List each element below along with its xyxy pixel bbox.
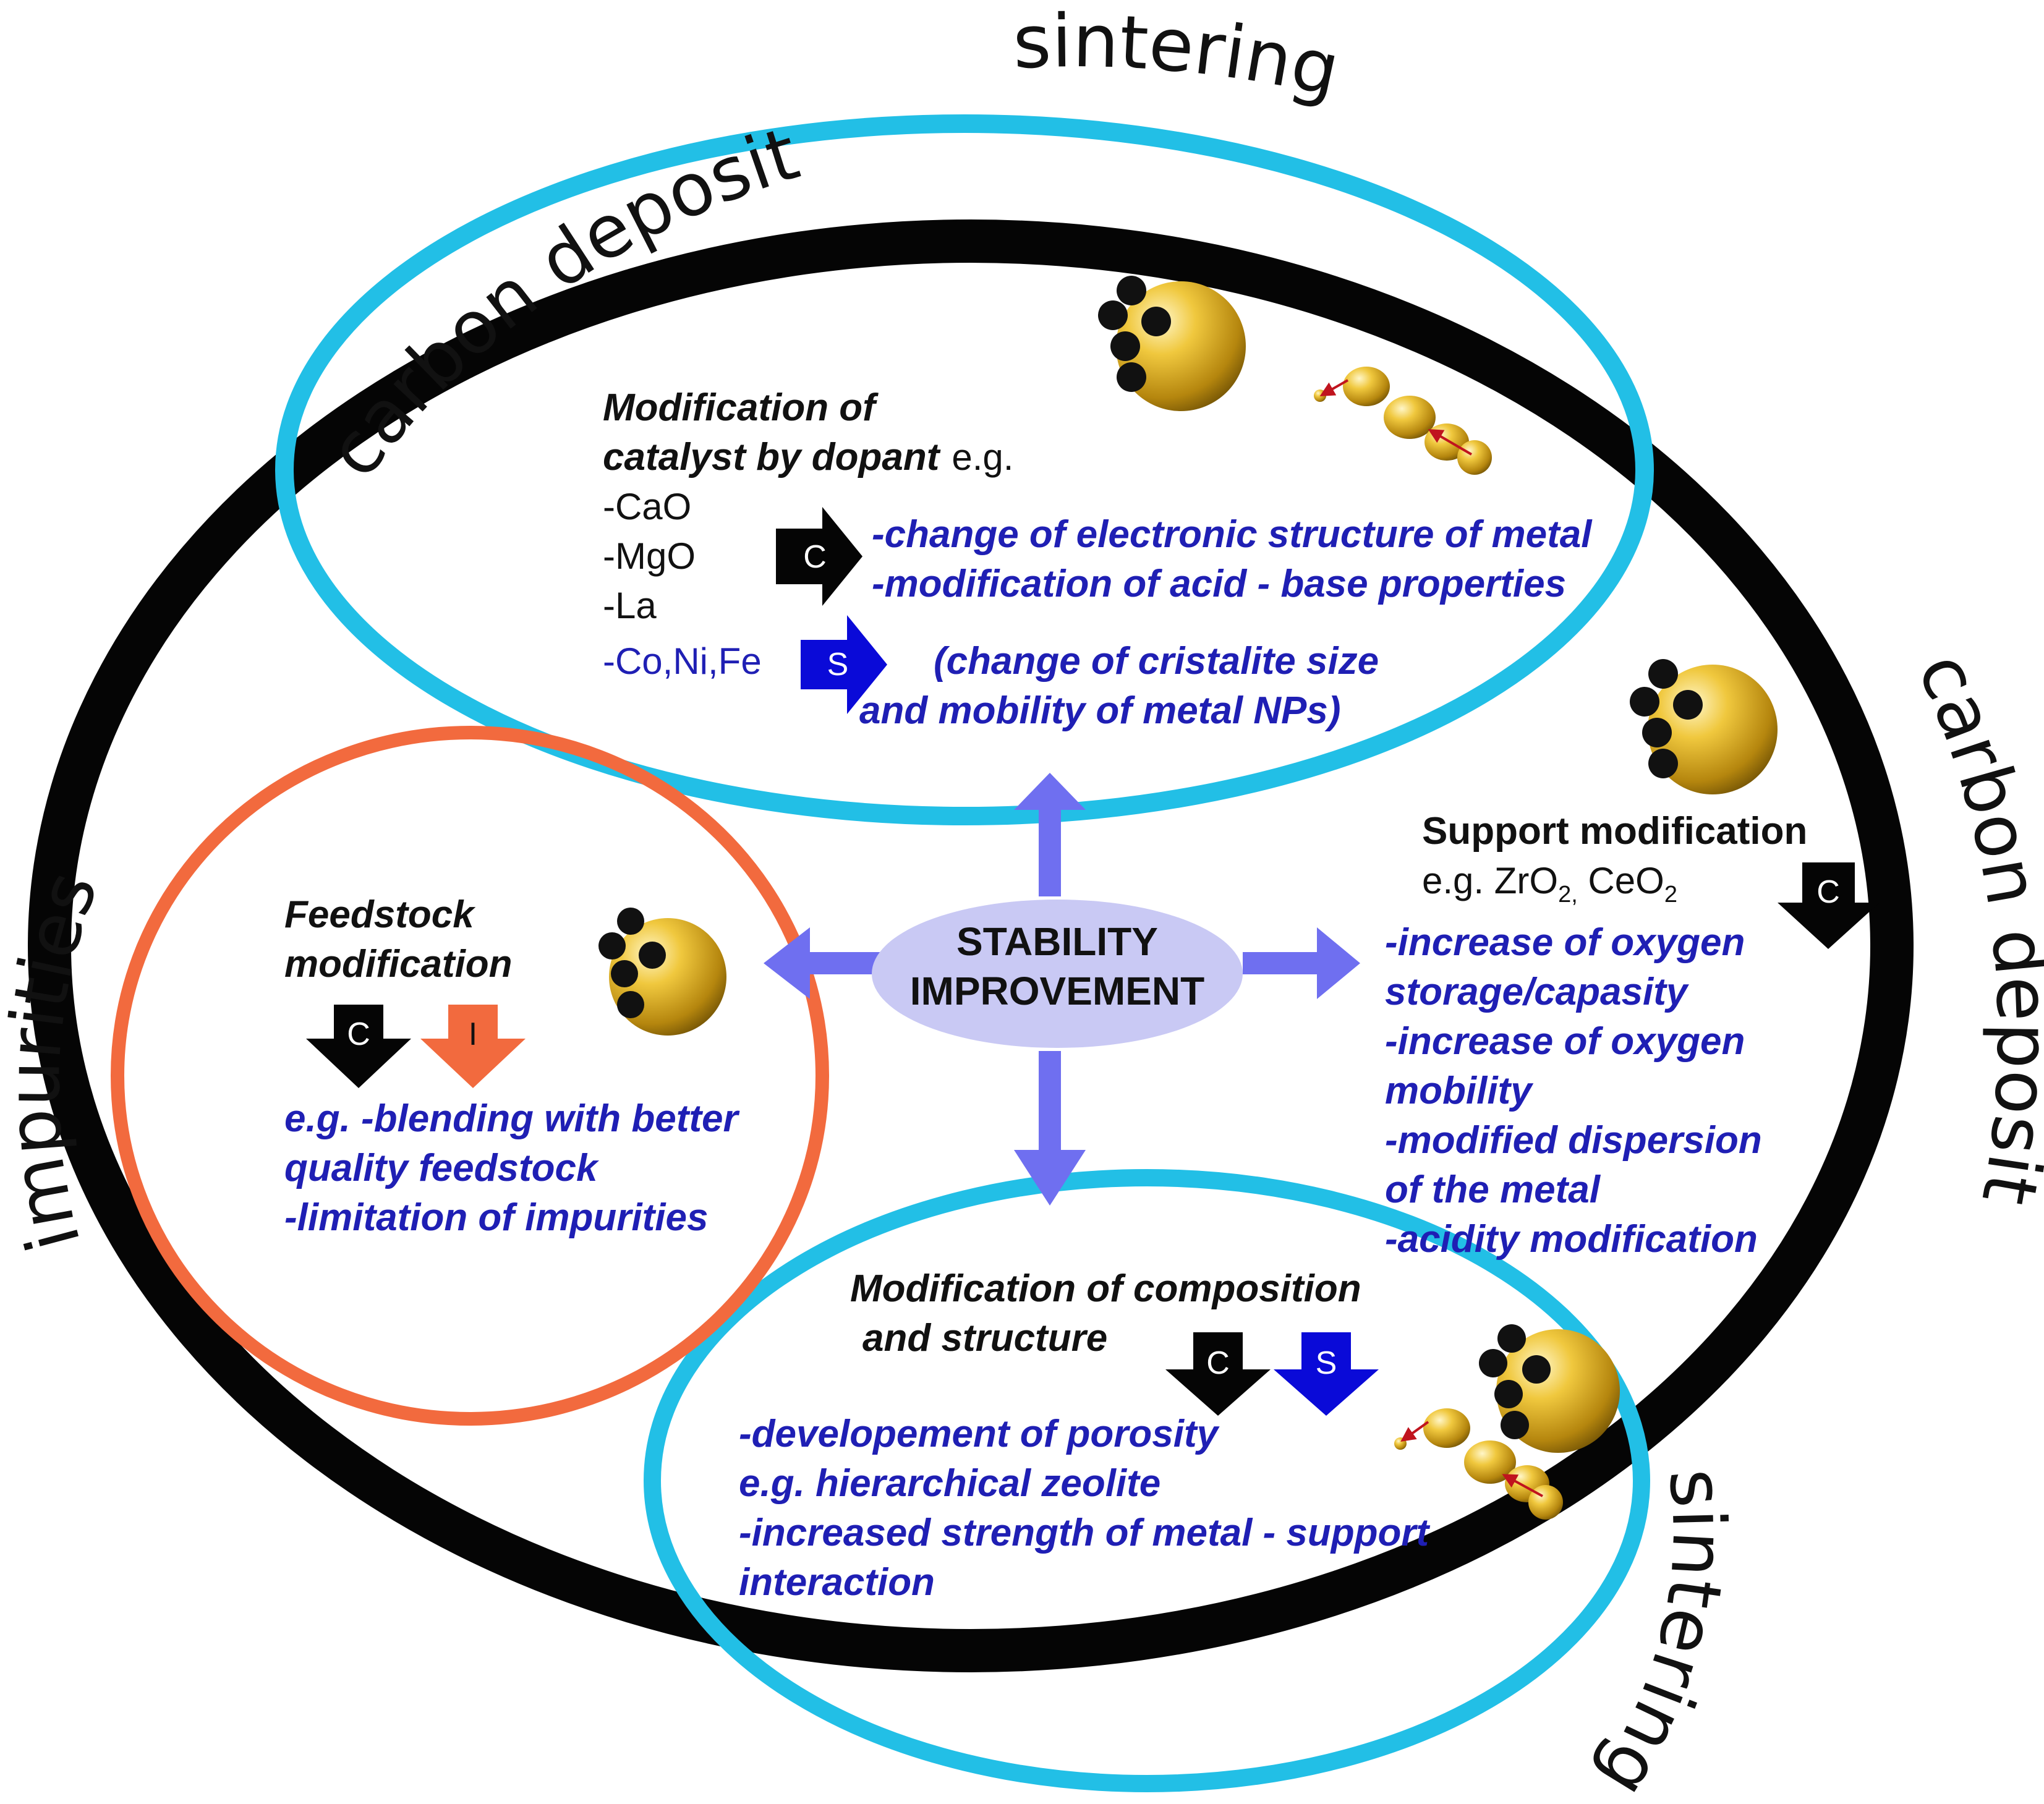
sintering-arrow-icon: S <box>1274 1332 1379 1416</box>
support-title: Support modification <box>1422 810 1807 853</box>
sintering-label-bottom: sintering <box>1582 1465 1742 1804</box>
carbon-arrow-icon: C <box>306 1005 411 1088</box>
support-effect: -increase of oxygen <box>1385 1020 1745 1063</box>
composition-effect: -developement of porosity <box>739 1413 1220 1455</box>
dopant-metals: -Co,Ni,Fe <box>603 640 762 682</box>
nanoparticle-icon <box>1630 659 1778 794</box>
dopant-effect: -change of electronic structure of metal <box>872 513 1593 556</box>
svg-text:S: S <box>827 647 849 683</box>
svg-text:C: C <box>1206 1345 1230 1381</box>
particle-migration-icon <box>1314 367 1492 475</box>
feedstock-effect: quality feedstock <box>284 1147 600 1189</box>
nanoparticle-icon <box>1098 276 1246 411</box>
composition-effect: e.g. hierarchical zeolite <box>739 1462 1160 1505</box>
carbon-arrow-icon: C <box>1165 1332 1271 1416</box>
composition-title-line1: Modification of composition <box>850 1267 1361 1310</box>
svg-text:I: I <box>469 1016 477 1052</box>
dopant-item: -CaO <box>603 486 691 527</box>
impurities-ring <box>111 726 829 1426</box>
feedstock-title-line2: modification <box>284 943 513 985</box>
sintering-label-top: sintering <box>1011 0 1347 113</box>
carbon-deposit-ring <box>28 219 1914 1672</box>
dopant-effect: -modification of acid - base properties <box>872 563 1566 605</box>
composition-effect: -increased strength of metal - support <box>739 1512 1431 1554</box>
dopant-title-line2: catalyst by dopant e.g. <box>603 436 1013 479</box>
feedstock-title-line1: Feedstock <box>284 893 476 936</box>
composition-effect: interaction <box>739 1561 935 1604</box>
nanoparticle-icon <box>598 908 726 1036</box>
support-effect: of the metal <box>1385 1168 1601 1211</box>
feedstock-effect: -limitation of impurities <box>284 1196 708 1239</box>
support-effect: storage/capasity <box>1385 971 1690 1013</box>
dopant-title-line1: Modification of <box>603 386 879 429</box>
carbon-arrow-icon: C <box>1778 862 1880 949</box>
support-effect: -acidity modification <box>1385 1218 1758 1261</box>
feedstock-effect: e.g. -blending with better <box>284 1097 740 1140</box>
support-example: e.g. ZrO2, CeO2 <box>1422 860 1677 908</box>
sintering-arrow-icon: S <box>801 615 887 714</box>
nanoparticle-icon <box>1479 1324 1620 1453</box>
impurities-arrow-icon: I <box>420 1005 526 1088</box>
dopant-item: -La <box>603 585 657 626</box>
composition-title-line2: and structure <box>862 1317 1107 1359</box>
svg-text:S: S <box>1316 1345 1337 1381</box>
svg-text:C: C <box>803 539 827 575</box>
dopant-effect: and mobility of metal NPs) <box>859 689 1341 732</box>
sintering-ring-top <box>275 114 1654 825</box>
support-effect: -modified dispersion <box>1385 1119 1762 1162</box>
center-line1: STABILITY <box>956 919 1158 964</box>
dopant-item: -MgO <box>603 535 696 577</box>
svg-text:C: C <box>347 1016 370 1052</box>
center-line2: IMPROVEMENT <box>910 969 1204 1013</box>
particle-migration-icon <box>1394 1408 1563 1520</box>
support-effect: mobility <box>1385 1070 1534 1112</box>
carbon-arrow-icon: C <box>776 507 862 606</box>
dopant-effect: (change of cristalite size <box>934 640 1379 683</box>
support-effect: -increase of oxygen <box>1385 921 1745 964</box>
carbon-deposit-label-right: carbon deposit <box>1901 640 2044 1211</box>
sintering-ring-bottom <box>644 1169 1650 1792</box>
stability-improvement-node <box>872 900 1243 1048</box>
svg-text:C: C <box>1816 874 1840 910</box>
